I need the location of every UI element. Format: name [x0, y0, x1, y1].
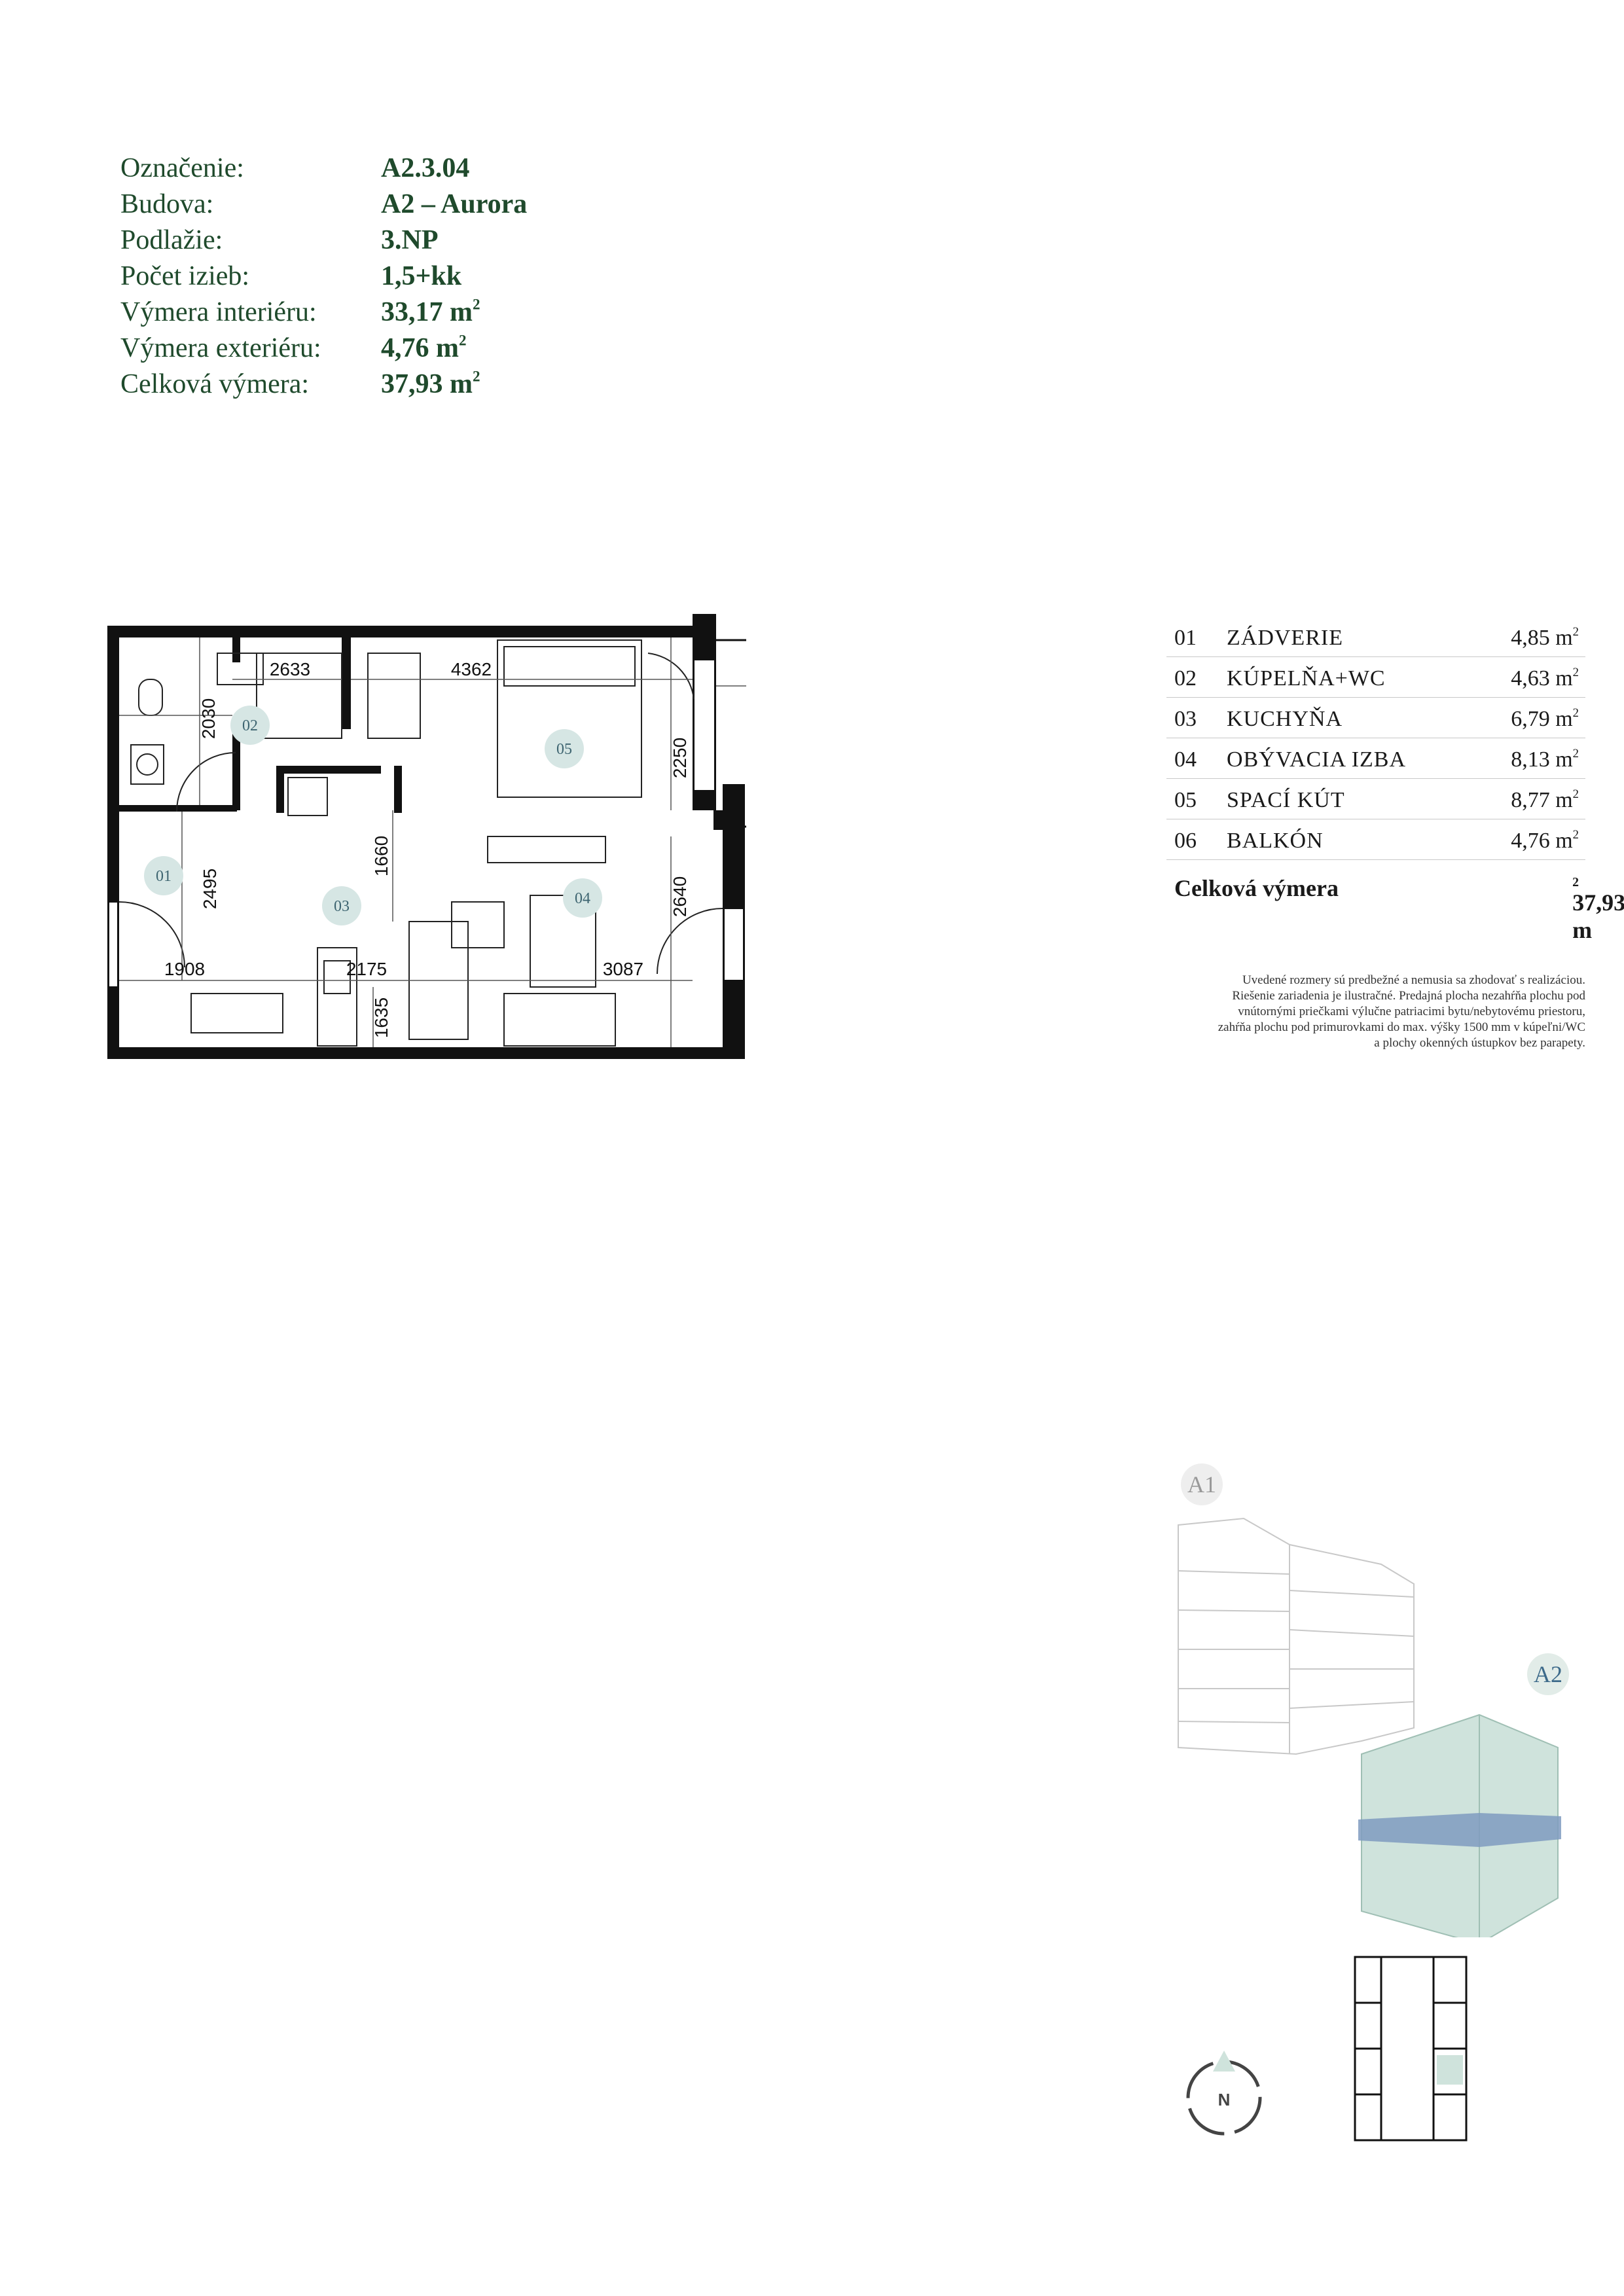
building-illustration: A1 A2: [1178, 1463, 1569, 1937]
door-swings: [118, 653, 723, 975]
room-marker-03: 03: [334, 898, 350, 915]
dim-2175: 2175: [346, 959, 387, 979]
compass-icon: N: [1186, 2051, 1262, 2136]
room-marker-02-circle: [230, 706, 270, 745]
apartment-location-highlight: [1437, 2055, 1463, 2085]
dimension-lines: [119, 637, 746, 1047]
room-marker-02: 02: [242, 717, 258, 734]
info-row-designation: Označenie:A2.3.04: [120, 153, 470, 183]
room-marker-05: 05: [556, 741, 572, 758]
building-a1-label: A1: [1187, 1471, 1216, 1498]
info-row-exterior-area: Výmera exteriéru:4,76 m2: [120, 331, 467, 363]
dim-1660: 1660: [371, 836, 391, 876]
building-a2-badge: [1527, 1653, 1569, 1695]
info-row-floor: Podlažie:3.NP: [120, 225, 439, 255]
floor-plan: 2633 2030 4362 2250 1920 2480 1660 2495 …: [107, 614, 746, 1059]
dim-2640: 2640: [670, 876, 690, 917]
building-a2-label: A2: [1534, 1661, 1562, 1687]
room-marker-03-circle: [322, 886, 361, 925]
info-row-rooms: Počet izieb:1,5+kk: [120, 261, 462, 291]
fixtures: [130, 639, 642, 1047]
apartment-info: Označenie:A2.3.04 Budova:A2 – Aurora Pod…: [120, 151, 527, 403]
windows: [108, 659, 744, 988]
dim-2250: 2250: [670, 738, 690, 778]
room-marker-01-circle: [144, 856, 183, 895]
compass-label: N: [1218, 2090, 1231, 2109]
walls: [107, 614, 745, 1059]
disclaimer-note: Uvedené rozmery sú predbežné a nemusia s…: [1218, 973, 1585, 1050]
dim-1635: 1635: [371, 997, 391, 1038]
dim-2495: 2495: [200, 869, 220, 909]
room-marker-04-circle: [563, 878, 602, 918]
room-marker-01: 01: [156, 868, 171, 885]
room-marker-05-circle: [545, 729, 584, 768]
total-area-label: Celková výmera: [1174, 875, 1339, 901]
info-row-interior-area: Výmera interiéru:33,17 m2: [120, 295, 480, 327]
dim-2030: 2030: [198, 698, 219, 739]
floor-highlight: [1358, 1813, 1561, 1847]
dim-4362: 4362: [451, 659, 492, 679]
key-plan: [1354, 1956, 1468, 2142]
info-row-total-area: Celková výmera:37,93 m2: [120, 367, 480, 399]
dimension-labels: 2633 2030 4362 2250 1920 2480 1660 2495 …: [164, 659, 690, 1038]
dim-1908: 1908: [164, 959, 205, 979]
room-marker-04: 04: [575, 890, 590, 907]
building-a1-badge: [1181, 1463, 1223, 1505]
room-markers: 01 02 03 04 05 06: [144, 706, 602, 925]
building-a1: [1178, 1517, 1415, 1755]
building-a2: [1358, 1713, 1561, 1937]
dim-3087: 3087: [603, 959, 643, 979]
info-row-building: Budova:A2 – Aurora: [120, 189, 528, 219]
dim-2633: 2633: [270, 659, 310, 679]
